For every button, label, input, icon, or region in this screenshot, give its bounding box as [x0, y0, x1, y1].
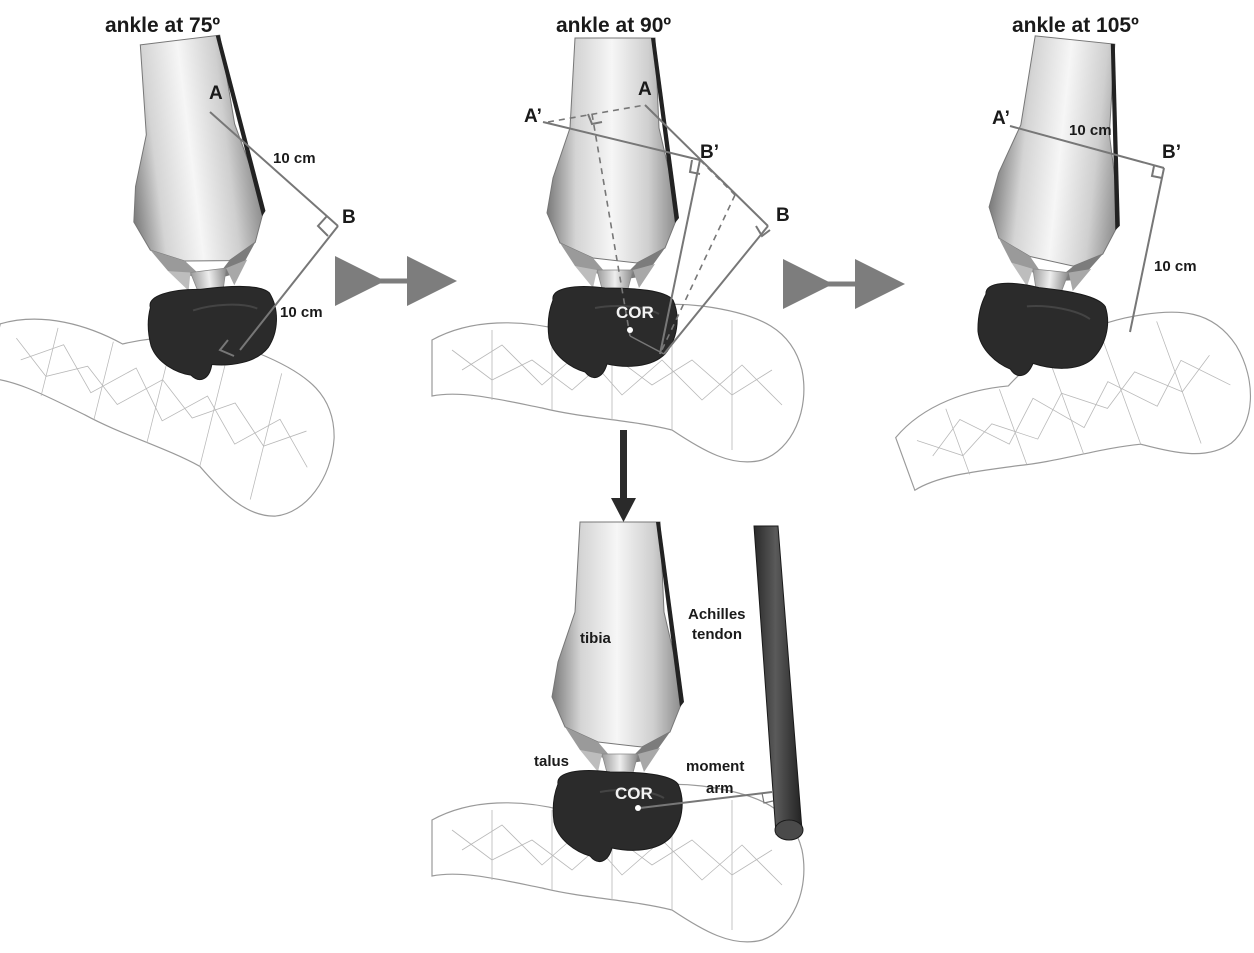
panel-ankle-75: ankle at 75º A B 10 cm 10 cm [0, 14, 356, 528]
label-achilles-line1: Achilles [688, 606, 746, 623]
dist-b-down-75: 10 cm [280, 304, 323, 321]
cor-label-90: COR [616, 303, 654, 322]
point-a-90: A [638, 79, 652, 100]
label-achilles-line2: tendon [692, 626, 742, 643]
panel-90-title: ankle at 90º [556, 14, 671, 37]
tibia-talus-bottom [552, 522, 684, 862]
cor-label-bottom: COR [615, 784, 653, 803]
panel-75-title: ankle at 75º [105, 14, 220, 37]
label-talus: talus [534, 753, 569, 770]
panel-ankle-105: ankle at 105º A’ B’ 10 cm 10 cm [883, 14, 1254, 552]
panel-ankle-90: ankle at 90º A A’ B B’ COR [432, 14, 804, 462]
point-b-prime-90: B’ [700, 142, 719, 163]
point-a-prime-105: A’ [992, 108, 1010, 129]
point-a-75: A [209, 83, 223, 104]
label-tibia: tibia [580, 630, 611, 647]
dist-ab-75: 10 cm [273, 150, 316, 167]
point-b-90: B [776, 205, 790, 226]
label-moment-line2: arm [706, 780, 734, 797]
panel-bottom-labeled: tibia Achilles tendon talus COR moment a… [432, 522, 804, 942]
point-b-75: B [342, 207, 356, 228]
dist-ab-105: 10 cm [1069, 122, 1112, 139]
label-moment-line1: moment [686, 758, 744, 775]
point-a-prime-90: A’ [524, 106, 542, 127]
tibia-talus-105 [972, 33, 1139, 384]
dist-b-down-105: 10 cm [1154, 258, 1197, 275]
down-arrow [611, 430, 636, 522]
tibia-talus-75 [113, 32, 285, 385]
panel-105-title: ankle at 105º [1012, 14, 1139, 37]
point-b-prime-105: B’ [1162, 142, 1181, 163]
tibia-talus-90 [547, 38, 679, 378]
